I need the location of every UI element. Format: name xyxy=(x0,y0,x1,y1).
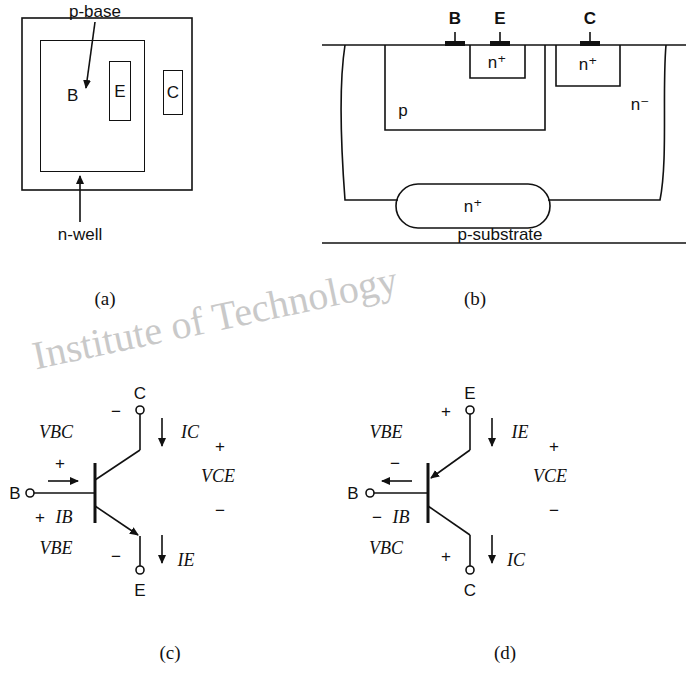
voltage-label: VBE xyxy=(40,539,73,557)
emitter-diffusion: E xyxy=(109,61,131,121)
polarity-sign: − xyxy=(111,548,121,565)
terminal-letter: E xyxy=(464,385,475,402)
collector-contact: C xyxy=(163,70,183,115)
region-name: n-well xyxy=(58,226,102,243)
current-label: IE xyxy=(512,423,529,441)
region-name: p xyxy=(398,102,407,119)
polarity-sign: − xyxy=(372,509,382,526)
polarity-sign: + xyxy=(441,403,451,420)
polarity-sign: + xyxy=(441,548,451,565)
current-label: IC xyxy=(181,423,199,441)
terminal-letter: E xyxy=(494,10,505,27)
terminal-letter: B xyxy=(9,485,20,502)
terminal-letter: C xyxy=(464,582,476,599)
voltage-label: VBC xyxy=(369,539,403,557)
polarity-sign: − xyxy=(111,403,121,420)
terminal-letter: C xyxy=(167,84,179,101)
voltage-label: VBE xyxy=(370,423,403,441)
figure-label: (b) xyxy=(464,289,486,308)
voltage-label: VCE xyxy=(533,467,567,485)
region-name: n⁺ xyxy=(579,56,597,73)
region-name: n⁺ xyxy=(464,198,482,215)
terminal-letter: B xyxy=(67,87,78,104)
polarity-sign: − xyxy=(215,502,225,519)
voltage-label: VCE xyxy=(201,467,235,485)
region-name: n⁻ xyxy=(631,96,649,113)
polarity-sign: − xyxy=(549,502,559,519)
region-name: n⁺ xyxy=(488,54,506,71)
polarity-sign: − xyxy=(390,455,400,472)
terminal-letter: E xyxy=(114,83,125,100)
region-name: p-substrate xyxy=(457,226,542,243)
region-name: p-base xyxy=(69,3,121,20)
terminal-letter: C xyxy=(584,10,596,27)
figure-label: (d) xyxy=(494,643,516,662)
polarity-sign: + xyxy=(549,438,559,455)
p-base-region: BE xyxy=(40,40,145,172)
voltage-label: VBC xyxy=(39,423,73,441)
polarity-sign: + xyxy=(55,455,65,472)
polarity-sign: + xyxy=(215,438,225,455)
watermark: Institute of Technology xyxy=(29,260,401,376)
figure-label: (c) xyxy=(159,643,180,662)
terminal-letter: E xyxy=(134,582,145,599)
current-label: IE xyxy=(178,551,195,569)
polarity-sign: + xyxy=(35,509,45,526)
current-label: IB xyxy=(56,508,73,526)
terminal-letter: B xyxy=(449,10,461,27)
figure-label: (a) xyxy=(94,289,115,308)
current-label: IC xyxy=(507,551,525,569)
terminal-letter: B xyxy=(347,485,358,502)
terminal-letter: C xyxy=(134,385,146,402)
current-label: IB xyxy=(393,508,410,526)
